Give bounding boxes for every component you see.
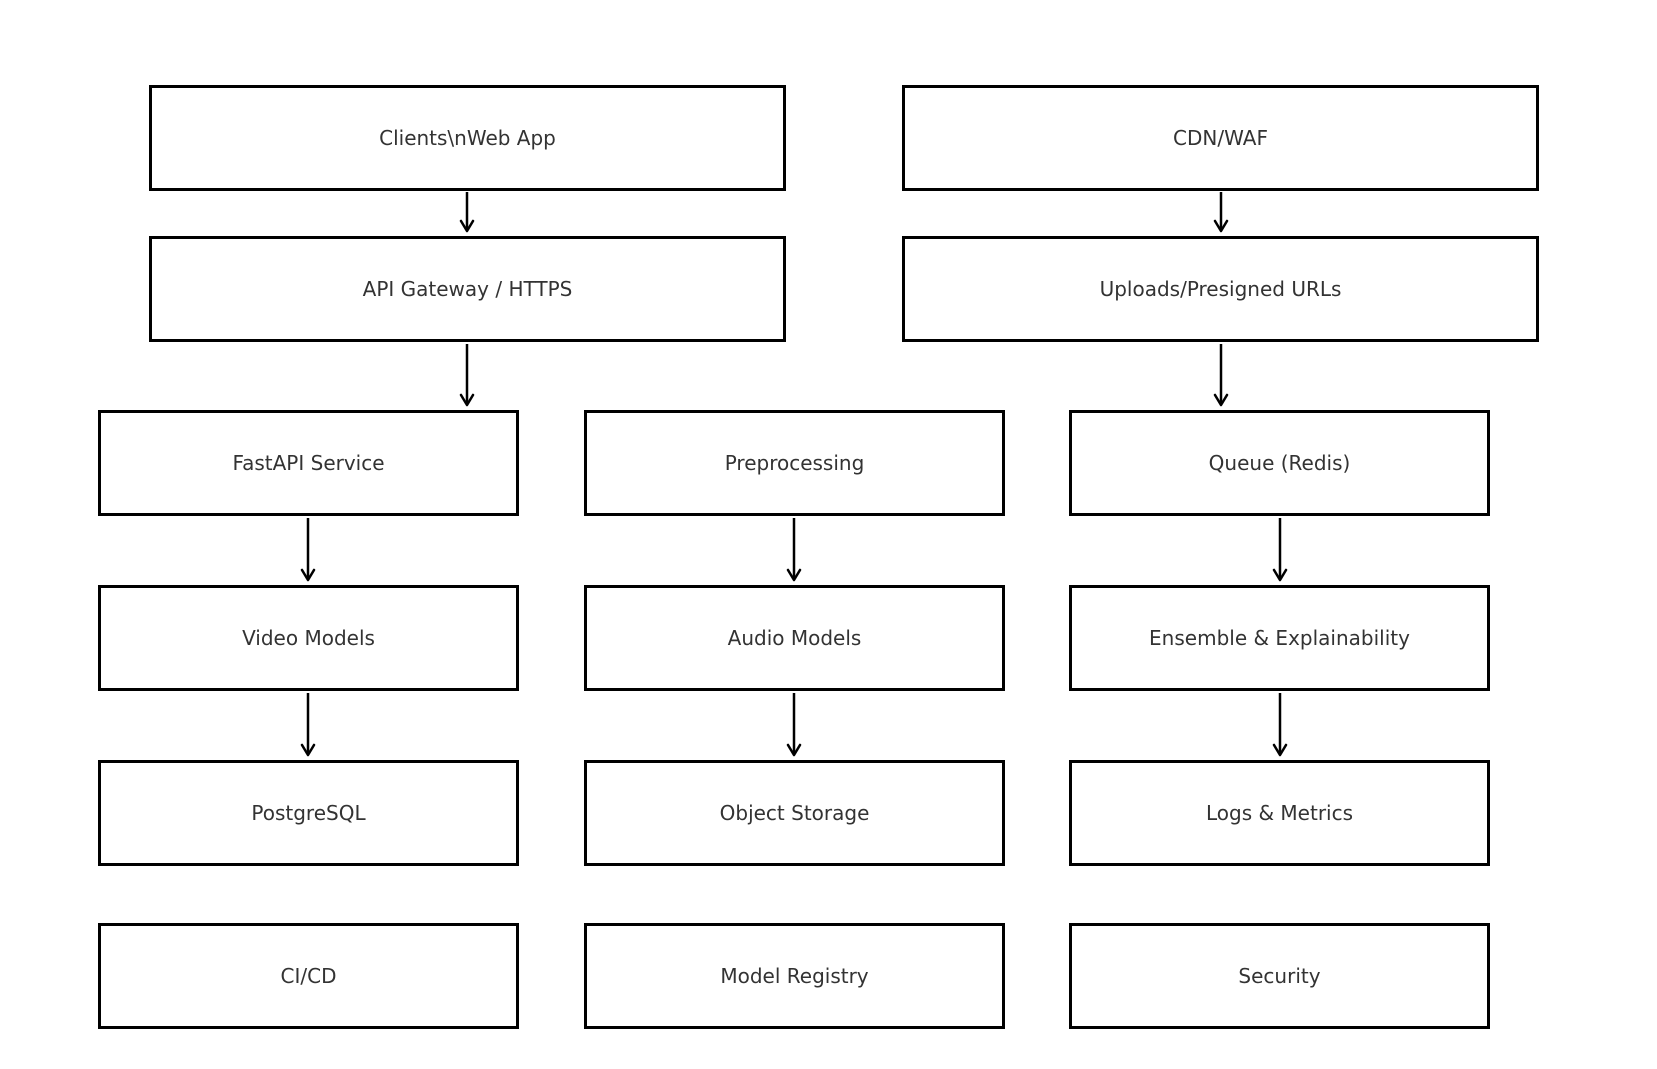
node-label-logs-metrics: Logs & Metrics — [1205, 801, 1354, 825]
node-object-storage: Object Storage — [584, 760, 1005, 866]
node-clients: Clients\nWeb App — [149, 85, 786, 191]
edge-video-to-postgres — [300, 693, 316, 757]
node-ci-cd: CI/CD — [98, 923, 519, 1029]
edge-ensemble-to-logs — [1272, 693, 1288, 757]
node-label-fastapi-service: FastAPI Service — [232, 451, 385, 475]
node-postgresql: PostgreSQL — [98, 760, 519, 866]
node-label-object-storage: Object Storage — [719, 801, 870, 825]
node-preprocessing: Preprocessing — [584, 410, 1005, 516]
edge-gateway-to-fastapi — [459, 344, 475, 407]
edge-fastapi-to-video — [300, 518, 316, 582]
node-cdn-waf: CDN/WAF — [902, 85, 1539, 191]
node-label-ensemble-explainability: Ensemble & Explainability — [1149, 626, 1410, 650]
node-label-audio-models: Audio Models — [727, 626, 862, 650]
node-api-gateway: API Gateway / HTTPS — [149, 236, 786, 342]
edge-cdn-to-uploads — [1213, 192, 1229, 233]
node-logs-metrics: Logs & Metrics — [1069, 760, 1490, 866]
edge-audio-to-objstore — [786, 693, 802, 757]
edge-clients-to-gateway — [459, 192, 475, 233]
node-audio-models: Audio Models — [584, 585, 1005, 691]
node-label-security: Security — [1238, 964, 1321, 988]
node-label-queue-redis: Queue (Redis) — [1208, 451, 1351, 475]
edge-preproc-to-audio — [786, 518, 802, 582]
node-queue-redis: Queue (Redis) — [1069, 410, 1490, 516]
node-label-ci-cd: CI/CD — [280, 964, 337, 988]
node-label-clients: Clients\nWeb App — [379, 126, 556, 150]
edge-queue-to-ensemble — [1272, 518, 1288, 582]
node-label-model-registry: Model Registry — [720, 964, 869, 988]
node-video-models: Video Models — [98, 585, 519, 691]
node-label-api-gateway: API Gateway / HTTPS — [362, 277, 573, 301]
node-label-cdn-waf: CDN/WAF — [1173, 126, 1268, 150]
node-fastapi-service: FastAPI Service — [98, 410, 519, 516]
node-label-video-models: Video Models — [242, 626, 375, 650]
node-security: Security — [1069, 923, 1490, 1029]
node-uploads: Uploads/Presigned URLs — [902, 236, 1539, 342]
node-label-preprocessing: Preprocessing — [724, 451, 865, 475]
node-label-postgresql: PostgreSQL — [251, 801, 366, 825]
node-ensemble-explainability: Ensemble & Explainability — [1069, 585, 1490, 691]
node-label-uploads: Uploads/Presigned URLs — [1099, 277, 1342, 301]
node-model-registry: Model Registry — [584, 923, 1005, 1029]
edge-uploads-to-queue — [1213, 344, 1229, 407]
